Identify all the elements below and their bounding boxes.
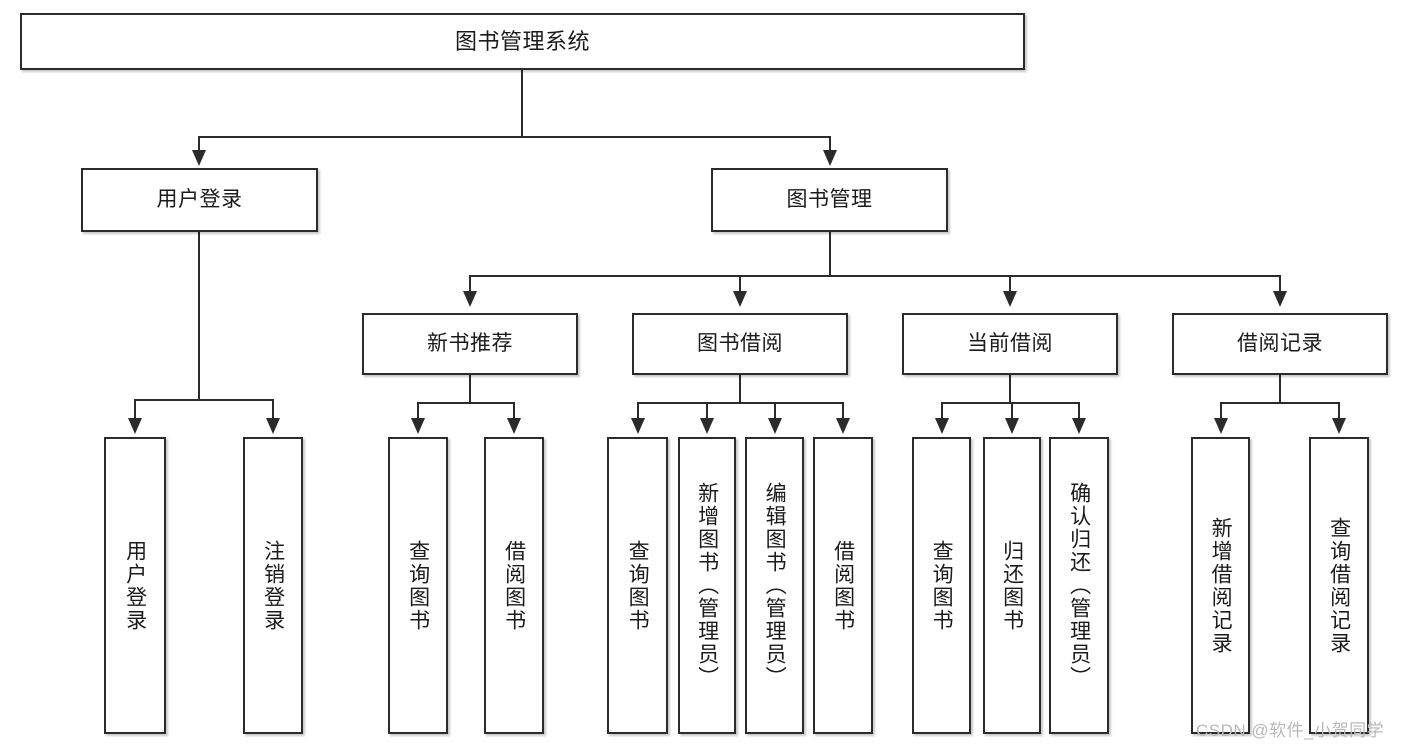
node-leaf-borrow-book-1-label: 借阅图书 [502,539,526,632]
arrow-to-leaf-query-book-1 [411,418,425,434]
connector-user-login-stem [198,232,200,400]
arrow-to-new-book [463,291,477,307]
node-borrow-records-label: 借阅记录 [1237,331,1323,355]
connector-new-book-stem [469,375,471,403]
node-leaf-query-book-1-label: 查询图书 [406,539,430,632]
node-root-label: 图书管理系统 [454,28,590,54]
connector-to-current-borrow [1009,275,1011,292]
connector-borrow-records-stem [1279,375,1281,403]
node-leaf-add-record-label: 新增借阅记录 [1209,516,1233,655]
node-leaf-user-login[interactable]: 用户登录 [104,437,166,734]
connector-to-leaf-add-book [706,402,708,420]
connector-level3-bus [469,275,1280,277]
connector-to-leaf-query-book-2 [637,402,639,420]
connector-to-new-book [469,275,471,292]
connector-borrow-records-bus [1220,402,1340,404]
node-new-book-recommend[interactable]: 新书推荐 [362,313,578,375]
node-leaf-add-record[interactable]: 新增借阅记录 [1191,437,1250,734]
connector-to-leaf-borrow-book-1 [513,402,515,420]
node-leaf-query-book-3-label: 查询图书 [930,539,954,632]
node-leaf-confirm-return[interactable]: 确认归还（管理员） [1049,437,1109,734]
node-leaf-add-book[interactable]: 新增图书（管理员） [678,437,736,734]
node-leaf-query-book-2-label: 查询图书 [626,539,650,632]
connector-level2-bus [198,136,829,138]
node-user-login-label: 用户登录 [156,187,243,211]
node-leaf-borrow-book-2-label: 借阅图书 [831,539,855,632]
arrow-to-leaf-borrow-book-1 [507,418,521,434]
arrow-to-leaf-return-book [1005,418,1019,434]
node-leaf-query-book-2[interactable]: 查询图书 [607,437,668,734]
node-leaf-query-book-3[interactable]: 查询图书 [912,437,971,734]
node-book-manage[interactable]: 图书管理 [711,168,948,232]
node-leaf-borrow-book-1[interactable]: 借阅图书 [484,437,544,734]
connector-new-book-bus [417,402,514,404]
connector-to-user-login [198,136,200,153]
node-leaf-query-book-1[interactable]: 查询图书 [388,437,448,734]
arrow-to-leaf-edit-book [768,418,782,434]
node-leaf-confirm-return-label: 确认归还（管理员） [1067,482,1091,689]
connector-root-stem [521,70,523,137]
node-leaf-add-book-label: 新增图书（管理员） [695,482,719,689]
connector-to-borrow-records [1279,275,1281,292]
connector-to-leaf-edit-book [774,402,776,420]
arrow-to-leaf-confirm-return [1072,418,1086,434]
connector-to-book-borrow [739,275,741,292]
node-book-borrow[interactable]: 图书借阅 [632,313,848,375]
node-leaf-logout[interactable]: 注销登录 [243,437,303,734]
node-current-borrow[interactable]: 当前借阅 [902,313,1118,375]
connector-current-borrow-bus [941,402,1079,404]
connector-to-leaf-query-book-3 [941,402,943,420]
arrow-to-leaf-query-record [1332,418,1346,434]
arrow-to-leaf-add-book [700,418,714,434]
arrow-to-leaf-borrow-book-2 [836,418,850,434]
node-user-login[interactable]: 用户登录 [81,168,318,232]
arrow-to-book-manage [823,150,837,166]
node-leaf-logout-label: 注销登录 [261,539,285,632]
connector-to-leaf-query-book-1 [417,402,419,420]
connector-to-book-manage [829,136,831,153]
arrow-to-book-borrow [733,291,747,307]
arrow-to-user-login [192,150,206,166]
node-leaf-borrow-book-2[interactable]: 借阅图书 [813,437,873,734]
connector-to-leaf-query-record [1338,402,1340,420]
connector-book-borrow-stem [739,375,741,403]
connector-to-leaf-borrow-book-2 [842,402,844,420]
node-root[interactable]: 图书管理系统 [20,13,1025,70]
connector-to-leaf-return-book [1011,402,1013,420]
node-leaf-query-record-label: 查询借阅记录 [1327,516,1351,655]
connector-to-leaf-confirm-return [1078,402,1080,420]
node-book-borrow-label: 图书借阅 [697,331,783,355]
arrow-to-leaf-query-book-3 [935,418,949,434]
node-leaf-user-login-label: 用户登录 [123,539,147,632]
connector-current-borrow-stem [1009,375,1011,403]
arrow-to-leaf-user-login [128,418,142,434]
node-leaf-edit-book-label: 编辑图书（管理员） [763,482,787,689]
node-leaf-edit-book[interactable]: 编辑图书（管理员） [745,437,804,734]
node-leaf-return-book-label: 归还图书 [1000,539,1024,632]
node-book-manage-label: 图书管理 [786,187,873,211]
connector-to-leaf-logout [272,399,274,420]
node-leaf-return-book[interactable]: 归还图书 [983,437,1041,734]
arrow-to-current-borrow [1003,291,1017,307]
arrow-to-leaf-logout [266,418,280,434]
connector-book-borrow-bus [637,402,844,404]
node-borrow-records[interactable]: 借阅记录 [1172,313,1388,375]
arrow-to-leaf-add-record [1214,418,1228,434]
connector-to-leaf-user-login [134,399,136,420]
node-leaf-query-record[interactable]: 查询借阅记录 [1309,437,1369,734]
connector-to-leaf-add-record [1220,402,1222,420]
arrow-to-borrow-records [1273,291,1287,307]
node-current-borrow-label: 当前借阅 [967,331,1053,355]
arrow-to-leaf-query-book-2 [631,418,645,434]
csdn-watermark: CSDN @软件_小贺同学 [1196,721,1385,740]
connector-user-login-bus [134,399,274,401]
connector-book-manage-stem [829,232,831,276]
node-new-book-recommend-label: 新书推荐 [427,331,513,355]
